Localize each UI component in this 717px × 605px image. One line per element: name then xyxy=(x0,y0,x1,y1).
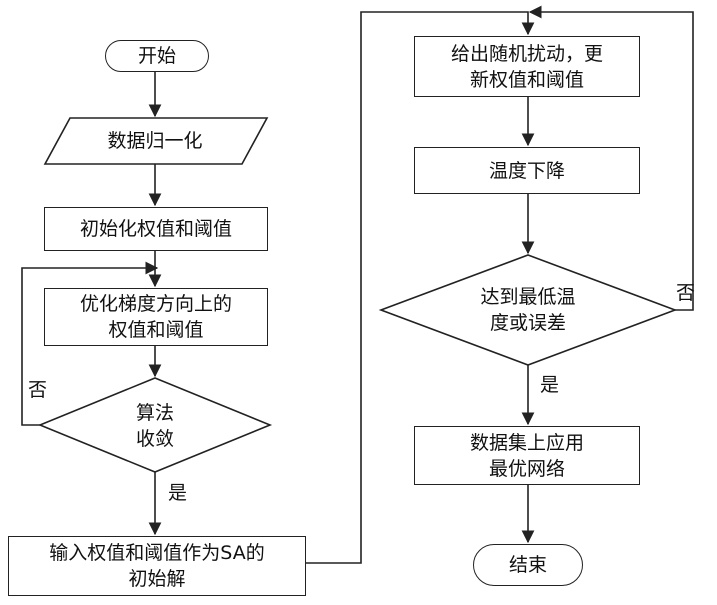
cool-label: 温度下降 xyxy=(489,158,565,184)
end-node: 结束 xyxy=(473,544,583,586)
apply-label-line1: 数据集上应用 xyxy=(470,430,584,456)
normalize-label: 数据归一化 xyxy=(107,128,202,154)
check-label-line1: 达到最低温 xyxy=(480,284,575,310)
check-label-line2: 度或误差 xyxy=(480,310,575,336)
yes-label-right: 是 xyxy=(540,374,559,396)
init-node: 初始化权值和阈值 xyxy=(44,207,268,251)
perturb-node: 给出随机扰动，更 新权值和阈值 xyxy=(414,36,640,97)
apply-node: 数据集上应用 最优网络 xyxy=(414,426,640,485)
no-label-left: 否 xyxy=(28,379,47,401)
end-label: 结束 xyxy=(509,552,547,578)
check-node: 达到最低温 度或误差 xyxy=(448,282,608,338)
yes-label-left: 是 xyxy=(168,482,187,504)
output-node: 输入权值和阈值作为SA的 初始解 xyxy=(8,536,306,596)
start-node: 开始 xyxy=(105,40,209,72)
perturb-label-line2: 新权值和阈值 xyxy=(451,67,603,93)
apply-label-line2: 最优网络 xyxy=(470,456,584,482)
grad-label-line2: 权值和阈值 xyxy=(80,317,232,343)
converge-label-line2: 收敛 xyxy=(136,426,174,452)
converge-label-line1: 算法 xyxy=(136,400,174,426)
start-label: 开始 xyxy=(138,43,176,69)
grad-node: 优化梯度方向上的 权值和阈值 xyxy=(44,288,268,346)
cool-node: 温度下降 xyxy=(414,147,640,194)
output-label-line2: 初始解 xyxy=(49,566,264,592)
output-label-line1: 输入权值和阈值作为SA的 xyxy=(49,540,264,566)
grad-label-line1: 优化梯度方向上的 xyxy=(80,291,232,317)
no-label-right: 否 xyxy=(676,282,695,304)
perturb-label-line1: 给出随机扰动，更 xyxy=(451,41,603,67)
normalize-node: 数据归一化 xyxy=(55,120,255,162)
converge-node: 算法 收敛 xyxy=(95,398,215,454)
init-label: 初始化权值和阈值 xyxy=(80,216,232,242)
